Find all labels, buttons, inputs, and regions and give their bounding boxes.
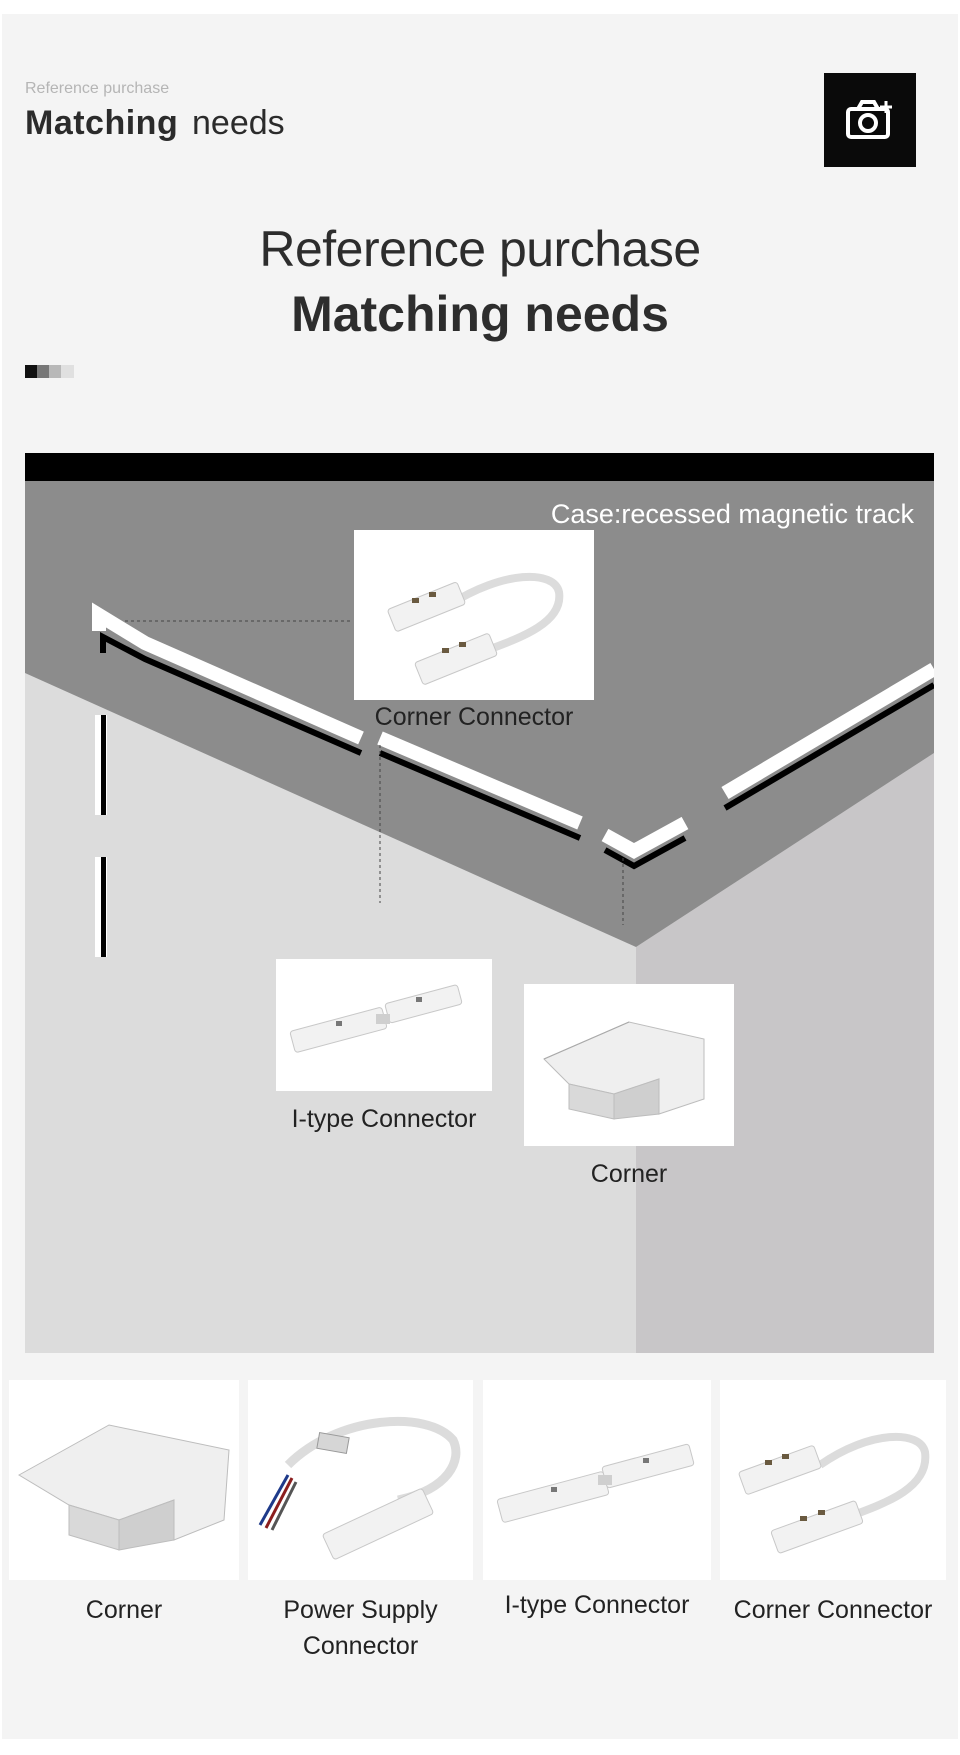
i-type-connector-icon (496, 1443, 695, 1523)
product-card-corner[interactable] (9, 1380, 239, 1580)
corner-callout-label: Corner (590, 1160, 668, 1188)
i-type-connector-callout (276, 959, 492, 1091)
decorative-squares (25, 365, 75, 378)
product-label-line2: Connector (302, 1632, 419, 1660)
product-card-corner-connector[interactable] (720, 1380, 946, 1580)
header-title-bold: Matching (25, 104, 179, 142)
corner-profile-icon (543, 1021, 705, 1120)
product-card-i-type-connector[interactable] (483, 1380, 711, 1580)
camera-button[interactable] (824, 73, 916, 167)
decor-square (49, 365, 62, 378)
corner-connector-icon (387, 572, 564, 685)
power-supply-connector-icon (258, 1416, 461, 1560)
callout-leaders (125, 620, 624, 925)
product-label-corner: Corner (85, 1596, 163, 1624)
decor-square (37, 365, 50, 378)
product-card-power-supply-connector[interactable] (248, 1380, 473, 1580)
product-label-power-supply-connector: Power Supply Connector (248, 1592, 473, 1664)
product-label-line1: Power Supply (283, 1596, 438, 1624)
corner-connector-callout-label: Corner Connector (374, 703, 574, 731)
corner-connector-callout (354, 530, 594, 700)
hero-title-line2: Matching needs (291, 286, 669, 342)
i-type-connector-callout-label: I-type Connector (291, 1105, 477, 1133)
product-label-i-type-connector: I-type Connector (504, 1591, 690, 1619)
case-scene: Case:recessed magnetic track Corner Conn… (25, 453, 934, 1353)
track-lines (92, 602, 934, 957)
decor-square (61, 365, 74, 378)
i-type-connector-icon (289, 984, 463, 1053)
hero-title-line1: Reference purchase (259, 221, 701, 277)
header-subtitle: Reference purchase (25, 80, 170, 97)
decor-square (25, 365, 38, 378)
header-title-light: needs (192, 104, 285, 142)
camera-plus-icon (846, 100, 892, 139)
case-label: Case:recessed magnetic track (550, 499, 914, 529)
corner-connector-icon (738, 1432, 930, 1554)
corner-profile-icon (18, 1424, 230, 1551)
corner-callout (524, 984, 734, 1146)
product-label-corner-connector: Corner Connector (733, 1596, 933, 1624)
